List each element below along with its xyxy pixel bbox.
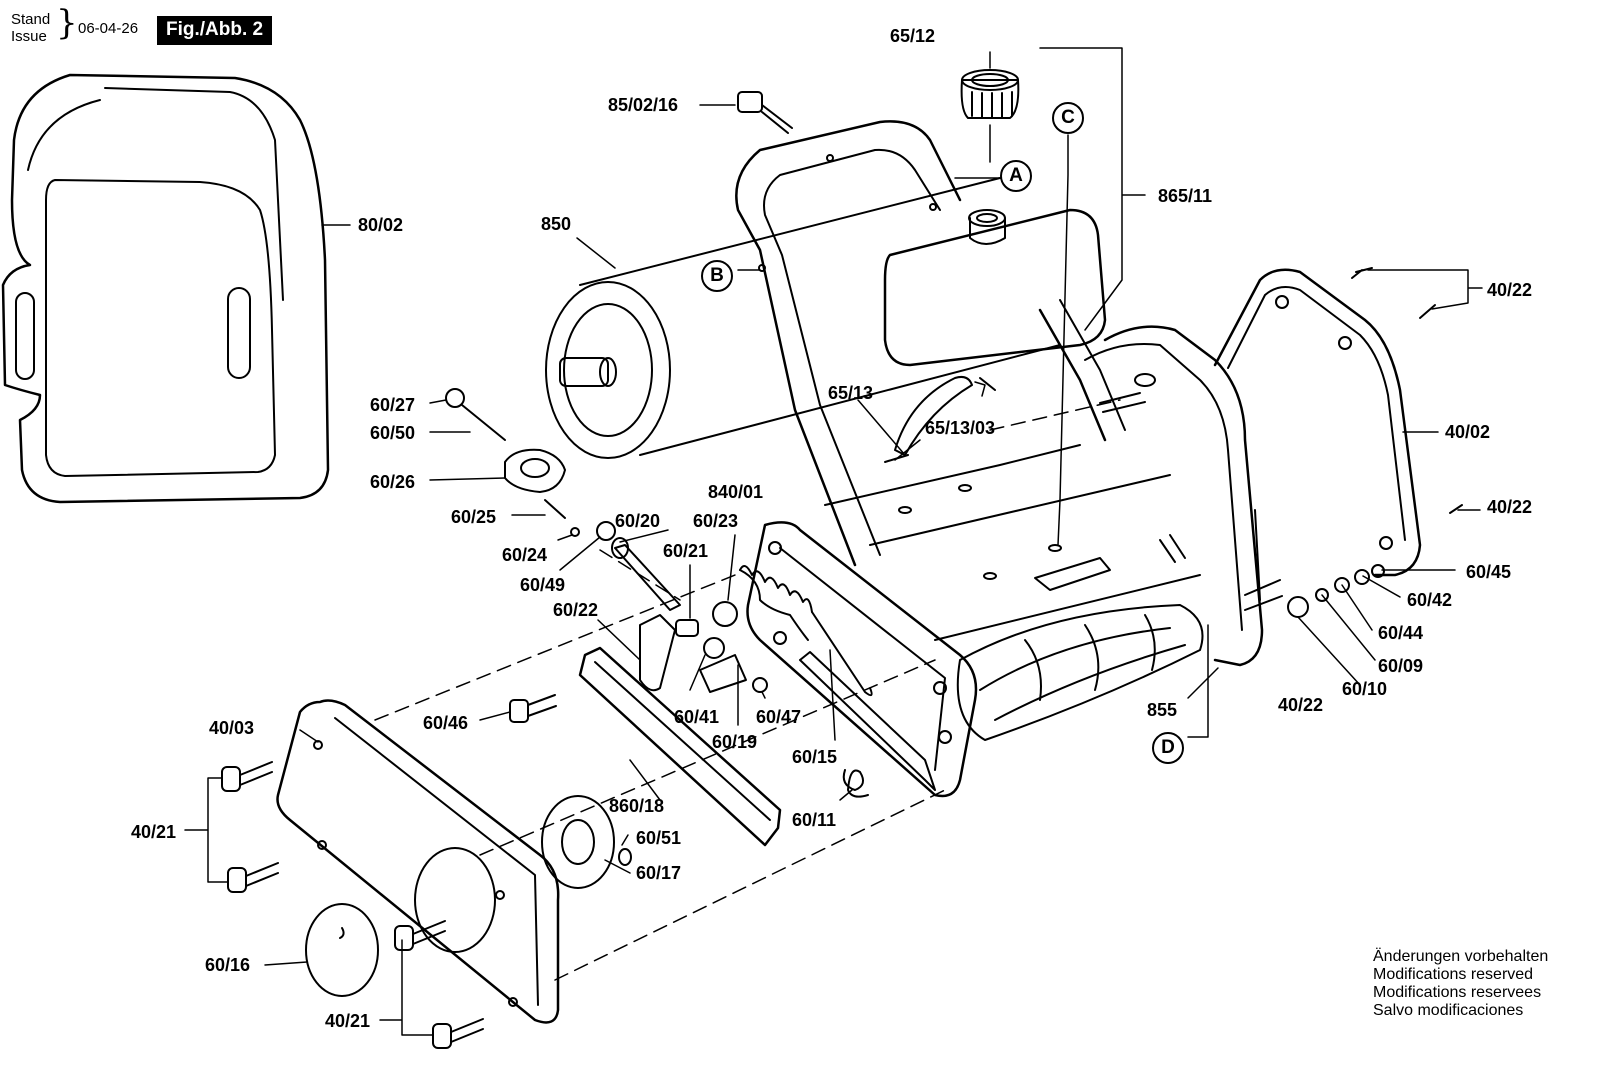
spring	[739, 565, 873, 697]
part-label: 60/23	[693, 511, 739, 531]
main-frame	[824, 325, 1264, 667]
callout-c: C	[1052, 102, 1084, 134]
tank	[883, 208, 1107, 367]
tank-cap	[960, 69, 1020, 119]
stand-label: Stand	[11, 11, 51, 28]
part-label: 40/22	[1278, 695, 1324, 715]
bolt-60-46	[509, 694, 557, 723]
part-label: 40/22	[1487, 497, 1533, 517]
note-es: Salvo modificaciones	[1373, 1002, 1524, 1019]
left-side-plate	[739, 521, 978, 798]
part-label: 60/42	[1407, 590, 1453, 610]
part-label: 60/51	[636, 828, 682, 848]
wheel-caps	[305, 795, 632, 997]
assembly-lines	[374, 399, 1121, 981]
bolt-85-02-16	[737, 91, 793, 134]
bottom-blade-bar	[578, 646, 782, 847]
figure-title: Fig./Abb. 2	[157, 16, 273, 45]
part-label: 60/49	[520, 575, 566, 595]
right-side-cover	[1099, 268, 1422, 611]
part-label: 60/21	[663, 541, 709, 561]
right-small-parts	[1159, 267, 1463, 618]
callout-a: A	[1000, 160, 1032, 192]
part-label: 60/22	[553, 600, 599, 620]
adjuster-knob	[445, 388, 566, 519]
part-label: 60/47	[756, 707, 802, 727]
part-label: 60/19	[712, 732, 758, 752]
part-label: 40/21	[131, 822, 177, 842]
part-label: 65/13/03	[925, 418, 996, 438]
part-label: 85/02/16	[608, 95, 679, 115]
part-label: 60/44	[1378, 623, 1424, 643]
part-label: 40/22	[1487, 280, 1533, 300]
grass-catcher-cover	[1, 73, 330, 504]
part-label: 855	[1147, 700, 1178, 720]
part-label: 40/02	[1445, 422, 1491, 442]
callout-b: B	[701, 260, 733, 292]
note-en: Modifications reserved	[1373, 966, 1534, 983]
part-label: 850	[541, 214, 572, 234]
part-label: 80/02	[358, 215, 404, 235]
part-label: 60/27	[370, 395, 416, 415]
part-label: 40/03	[209, 718, 255, 738]
rear-roller	[545, 177, 1061, 459]
callout-d: D	[1152, 732, 1184, 764]
cutting-reel	[956, 604, 1204, 741]
torsion-spring	[842, 769, 869, 798]
left-cover	[276, 699, 560, 1024]
part-label: 60/45	[1466, 562, 1512, 582]
part-label: 60/20	[615, 511, 661, 531]
leader-lines	[184, 47, 1483, 1036]
handle-bracket	[735, 120, 1126, 567]
height-adjuster-parts	[570, 521, 768, 693]
part-label: 60/50	[370, 423, 416, 443]
part-label: 840/01	[708, 482, 764, 502]
part-label: 60/41	[674, 707, 720, 727]
cover-screws	[221, 761, 484, 1049]
note-de: Änderungen vorbehalten	[1373, 948, 1549, 965]
part-label: 60/16	[205, 955, 251, 975]
part-label: 865/11	[1158, 186, 1213, 206]
brace-icon: }	[56, 3, 78, 43]
part-label: 60/10	[1342, 679, 1388, 699]
part-label: 65/13	[828, 383, 874, 403]
part-label: 60/24	[502, 545, 548, 565]
part-label: 60/15	[792, 747, 838, 767]
part-label: 860/18	[609, 796, 665, 816]
part-label: 60/46	[423, 713, 469, 733]
issue-label: Issue	[11, 28, 47, 45]
note-fr: Modifications reservees	[1373, 984, 1542, 1001]
part-label: 60/26	[370, 472, 416, 492]
part-label: 60/25	[451, 507, 497, 527]
part-label: 40/21	[325, 1011, 371, 1031]
part-label: 60/11	[792, 810, 837, 830]
issue-date: 06-04-26	[78, 20, 139, 37]
part-label: 65/12	[890, 26, 936, 46]
part-label: 60/17	[636, 863, 682, 883]
part-label: 60/09	[1378, 656, 1424, 676]
